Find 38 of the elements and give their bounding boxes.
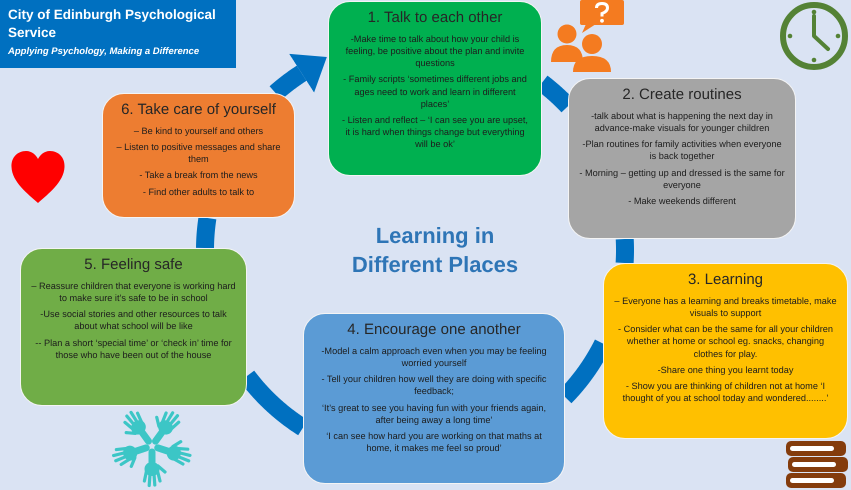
tip-text: -Plan routines for family activities when everyone is back together <box>581 138 783 163</box>
tip-text: -Use social stories and other resources to talk about what school will be like <box>39 308 228 333</box>
diagram-title: Learning in Different Places <box>350 222 520 280</box>
tip-text: ‘It’s great to see you having fun with your friends again, after being away a long time’ <box>320 402 548 426</box>
tip-card <box>102 93 295 218</box>
tip-text: - Make weekends different <box>628 194 736 207</box>
tip-text: -Model a calm approach even when you may be feeling worried yourself <box>320 345 548 370</box>
tip-text: - Consider what can be the same for all your children whether at home or school eg. snacks, changing clothes for play. <box>617 323 834 360</box>
tip-text: - Take a break from the news <box>139 169 258 182</box>
card-heading: 5. Feeling safe <box>84 256 183 274</box>
organisation-name: City of Edinburgh Psychological Service <box>8 6 217 42</box>
tip-text: -Make time to talk about how your child is feeling, be positive about the plan and invite questions <box>344 33 526 70</box>
header-banner <box>0 0 236 68</box>
tip-text: - Show you are thinking of children not at home ‘I thought of you at school today and wondered........’ <box>622 380 830 404</box>
card-heading: 6. Take care of yourself <box>121 101 276 119</box>
tip-text: – Reassure children that everyone is working hard to make sure it’s safe to be in school <box>31 280 236 304</box>
tip-text: - Morning – getting up and dressed is the same for everyone <box>579 166 785 191</box>
tagline: Applying Psychology, Making a Difference <box>8 46 200 58</box>
card-heading: 3. Learning <box>688 271 764 289</box>
tip-card <box>328 1 542 176</box>
tip-text: – Listen to positive messages and share them <box>116 141 282 166</box>
tip-text: - Family scripts ‘sometimes different jobs and ages need to work and learn in different places’ <box>342 73 528 110</box>
tip-card <box>603 263 848 439</box>
tip-text: - Tell your children how well they are doing with specific feedback; <box>320 373 548 398</box>
card-heading: 2. Create routines <box>622 86 742 104</box>
tip-text: – Be kind to yourself and others <box>134 125 264 138</box>
card-heading: 4. Encourage one another <box>347 321 521 339</box>
tip-card <box>568 78 796 239</box>
tip-card <box>303 313 565 484</box>
tip-text: ‘I can see how hard you are working on that maths at home, it makes me feel so proud’ <box>325 430 543 454</box>
tip-card <box>20 248 247 406</box>
tip-text: -talk about what is happening the next day in advance-make visuals for younger children <box>590 110 774 134</box>
tip-text: -- Plan a short ‘special time’ or ‘check in’ time for those who have been out of the house <box>34 336 233 361</box>
tip-text: – Everyone has a learning and breaks timetable, make visuals to support <box>614 295 837 320</box>
tip-text: - Listen and reflect – ‘I can see you are upset, it is hard when things change but everything will be ok’ <box>341 114 529 150</box>
tip-text: -Share one thing you learnt today <box>658 364 794 376</box>
card-heading: 1. Talk to each other <box>368 9 502 27</box>
tip-text: - Find other adults to talk to <box>142 186 254 198</box>
